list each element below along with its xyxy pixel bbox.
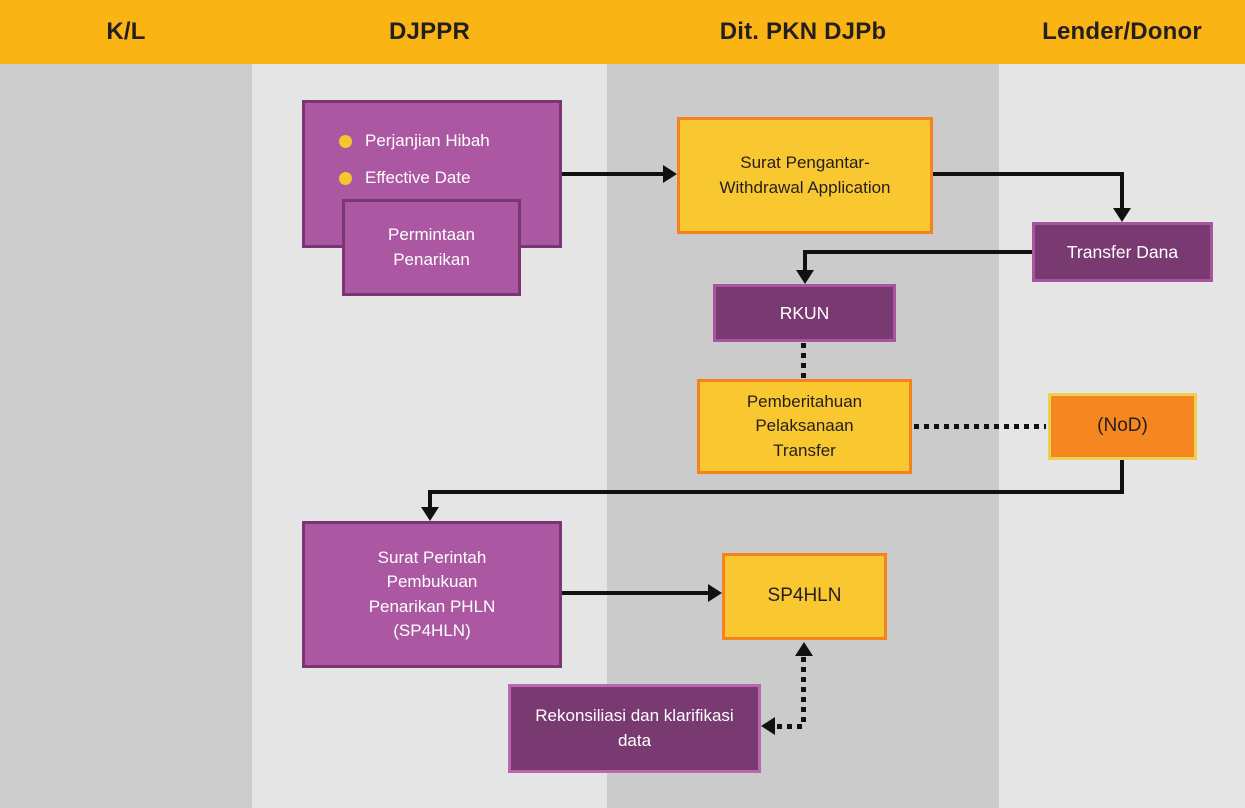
node-rekonsiliasi-klarifikasi-data: Rekonsiliasi dan klarifikasi data <box>508 684 761 773</box>
node-label: Permintaan Penarikan <box>388 225 475 269</box>
arrowhead-down-icon <box>421 507 439 521</box>
agreement-bullet-list: Perjanjian Hibah Effective Date <box>305 103 490 190</box>
node-label: (NoD) <box>1097 415 1148 437</box>
edge-suratpengantar-to-transferdana <box>1120 172 1124 210</box>
edge-nod-to-suratperintah <box>1120 459 1124 494</box>
arrowhead-right-icon <box>663 165 677 183</box>
bullet-dot-icon <box>339 171 352 185</box>
node-label: Pemberitahuan Pelaksanaan Transfer <box>746 392 863 460</box>
lane-header-kl: K/L <box>106 18 146 45</box>
node-label: Transfer Dana <box>1066 241 1179 262</box>
node-label: SP4HLN <box>767 585 842 607</box>
node-label: Surat Perintah Pembukuan Penarikan PHLN … <box>368 548 496 640</box>
arrowhead-down-icon <box>796 270 814 284</box>
arrowhead-down-icon <box>1113 208 1131 222</box>
node-surat-pengantar-withdrawal-application: Surat Pengantar-Withdrawal Application <box>677 117 933 234</box>
node-permintaan-penarikan: Permintaan Penarikan <box>342 199 521 296</box>
arrowhead-right-icon <box>708 584 722 602</box>
lane-header-band: K/L DJPPR Dit. PKN DJPb Lender/Donor <box>0 0 1245 64</box>
arrowhead-left-icon <box>761 717 775 735</box>
bullet-dot-icon <box>339 134 352 148</box>
edge-nod-to-suratperintah <box>428 490 1124 494</box>
edge-nod-to-suratperintah <box>428 492 432 508</box>
edge-rkun-to-pemberitahuan-dotted <box>801 343 806 379</box>
node-sp4hln: SP4HLN <box>722 553 887 640</box>
edge-rekonsiliasi-to-sp4hln-dotted <box>801 657 806 727</box>
node-nod: (NoD) <box>1048 393 1197 460</box>
bullet-item-effective-date: Effective Date <box>339 166 490 190</box>
edge-transferdana-to-rkun <box>803 250 807 272</box>
edge-suratperintah-to-sp4hln <box>562 591 708 595</box>
lane-header-pkn-djpb: Dit. PKN DJPb <box>719 18 887 45</box>
node-label: Surat Pengantar-Withdrawal Application <box>719 153 891 197</box>
node-transfer-dana: Transfer Dana <box>1032 222 1213 282</box>
edge-pemberitahuan-to-nod-dotted <box>914 424 1046 429</box>
bullet-label: Perjanjian Hibah <box>365 131 490 150</box>
arrowhead-up-icon <box>795 642 813 656</box>
node-rkun: RKUN <box>713 284 896 342</box>
edge-transferdana-to-rkun <box>805 250 1032 254</box>
lane-header-lender-donor: Lender/Donor <box>1042 18 1202 45</box>
node-surat-perintah-sp4hln: Surat Perintah Pembukuan Penarikan PHLN … <box>302 521 562 668</box>
edge-rekonsiliasi-to-sp4hln-dotted <box>777 724 803 729</box>
bullet-label: Effective Date <box>365 168 471 188</box>
bullet-item-perjanjian-hibah: Perjanjian Hibah <box>339 129 490 153</box>
edge-suratpengantar-to-transferdana <box>933 172 1124 176</box>
edge-permintaan-to-suratpengantar <box>562 172 664 176</box>
node-label: RKUN <box>779 302 830 323</box>
lane-kl <box>0 64 252 808</box>
node-label: Rekonsiliasi dan klarifikasi data <box>535 706 734 750</box>
node-pemberitahuan-pelaksanaan-transfer: Pemberitahuan Pelaksanaan Transfer <box>697 379 912 474</box>
lane-header-djppr: DJPPR <box>388 18 471 45</box>
